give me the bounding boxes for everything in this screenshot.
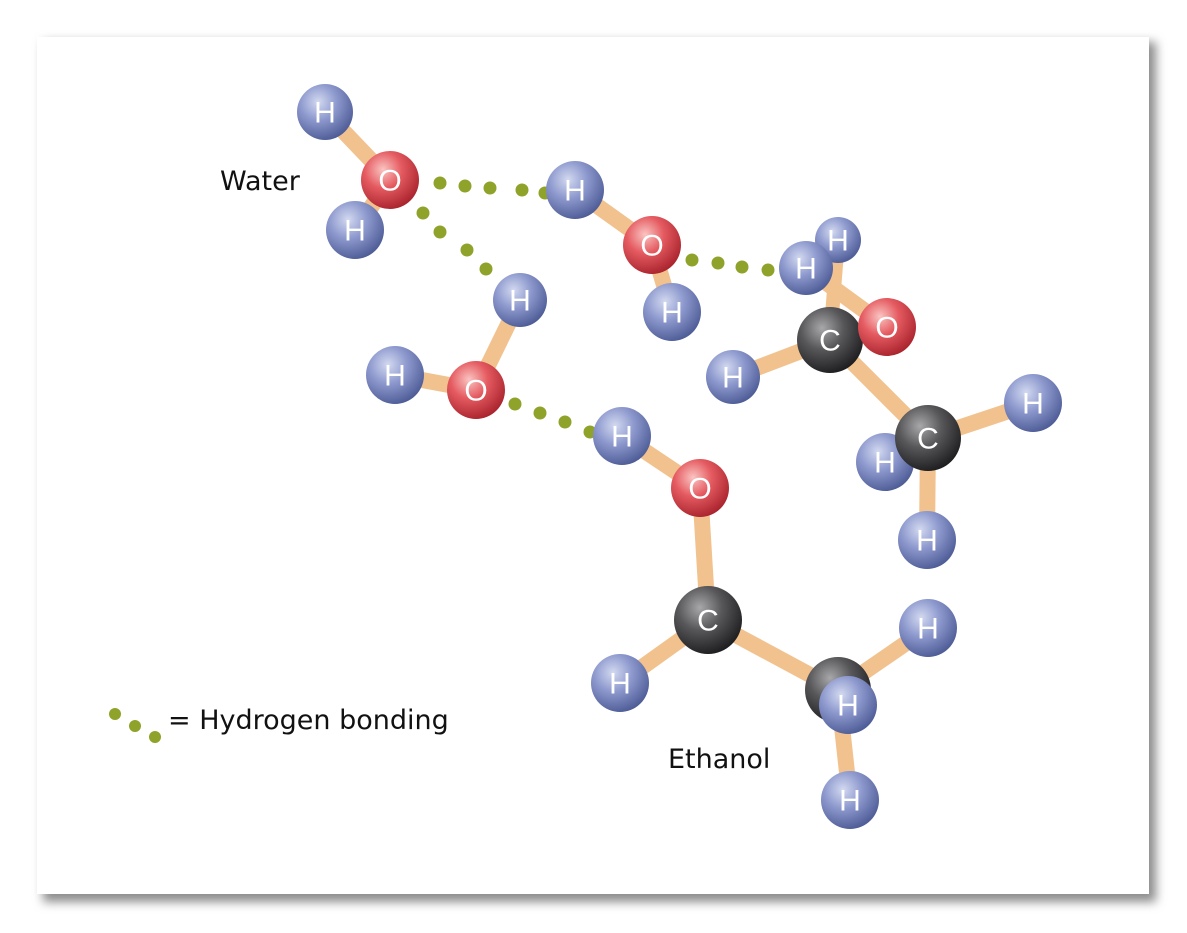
oxygen-symbol: O xyxy=(688,473,711,506)
hydrogen-atom: H xyxy=(546,161,604,219)
hydrogen-bond-dot xyxy=(508,397,522,411)
carbon-symbol: C xyxy=(697,605,719,638)
hydrogen-atom: H xyxy=(593,407,651,465)
hydrogen-atom: H xyxy=(326,201,384,259)
hydrogen-sphere xyxy=(366,346,424,404)
hydrogen-sphere xyxy=(821,771,879,829)
hydrogen-atom: H xyxy=(493,273,547,327)
oxygen-atom: O xyxy=(623,216,681,274)
hydrogen-atom: H xyxy=(779,241,833,295)
hydrogen-symbol: H xyxy=(384,360,406,393)
oxygen-sphere xyxy=(671,459,729,517)
hydrogen-sphere xyxy=(819,676,877,734)
hydrogen-symbol: H xyxy=(837,690,859,723)
ethanol-label: Ethanol xyxy=(668,744,770,775)
carbon-atom: C xyxy=(797,307,863,373)
legend-dot xyxy=(129,720,141,732)
hydrogen-atom: H xyxy=(591,654,649,712)
oxygen-sphere xyxy=(623,216,681,274)
hydrogen-atom: H xyxy=(706,350,760,404)
hydrogen-bond-dot xyxy=(735,260,749,274)
hydrogen-sphere xyxy=(1004,374,1062,432)
hydrogen-sphere xyxy=(899,599,957,657)
oxygen-sphere xyxy=(447,361,505,419)
atoms: HOHHOHHHOHCOHHHHCHHOCHHCHH xyxy=(297,84,1062,829)
legend-dots xyxy=(109,708,161,743)
hydrogen-bond-dot xyxy=(458,179,472,193)
hydrogen-bond-dot xyxy=(433,225,447,239)
hydrogen-symbol: H xyxy=(314,97,336,130)
hydrogen-bond xyxy=(508,397,597,439)
hydrogen-sphere xyxy=(326,201,384,259)
hydrogen-symbol: H xyxy=(916,525,938,558)
hydrogen-atom: H xyxy=(819,676,877,734)
carbon-symbol: C xyxy=(917,423,939,456)
hydrogen-symbol: H xyxy=(661,297,683,330)
hydrogen-sphere xyxy=(297,84,353,140)
hydrogen-symbol: H xyxy=(839,785,861,818)
oxygen-symbol: O xyxy=(464,375,487,408)
legend-dot xyxy=(109,708,121,720)
hydrogen-sphere xyxy=(706,350,760,404)
water-label: Water xyxy=(220,166,301,197)
hydrogen-sphere xyxy=(493,273,547,327)
oxygen-atom: O xyxy=(361,151,419,209)
hydrogen-symbol: H xyxy=(1022,388,1044,421)
hydrogen-bond-dot xyxy=(533,406,547,420)
hydrogen-bond xyxy=(685,253,775,277)
hydrogen-bond-dot xyxy=(483,181,497,195)
hydrogen-atom: H xyxy=(899,599,957,657)
hydrogen-sphere xyxy=(591,654,649,712)
hydrogen-sphere xyxy=(546,161,604,219)
carbon-atom: C xyxy=(674,586,742,654)
hydrogen-symbol: H xyxy=(344,215,366,248)
oxygen-atom: O xyxy=(671,459,729,517)
hydrogen-sphere xyxy=(643,283,701,341)
carbon-symbol: C xyxy=(819,325,841,358)
hydrogen-sphere xyxy=(898,511,956,569)
hydrogen-symbol: H xyxy=(509,285,531,318)
hydrogen-symbol: H xyxy=(874,447,896,480)
hydrogen-bond-dot xyxy=(558,415,572,429)
carbon-atom: C xyxy=(895,405,961,471)
hydrogen-bond-dot xyxy=(685,253,699,267)
carbon-sphere xyxy=(797,307,863,373)
hydrogen-symbol: H xyxy=(795,253,817,286)
hydrogen-atom: H xyxy=(297,84,353,140)
hydrogen-symbol: H xyxy=(827,225,849,258)
hydrogen-bond-dot xyxy=(460,243,474,257)
hydrogen-bond-dot xyxy=(515,183,529,197)
hydrogen-bond-dot xyxy=(433,176,447,190)
hydrogen-atom: H xyxy=(821,771,879,829)
hydrogen-symbol: H xyxy=(564,175,586,208)
hydrogen-sphere xyxy=(593,407,651,465)
hydrogen-symbol: H xyxy=(609,668,631,701)
oxygen-atom: O xyxy=(858,298,916,356)
hydrogen-bond-dot xyxy=(761,263,775,277)
carbon-sphere xyxy=(895,405,961,471)
oxygen-symbol: O xyxy=(875,312,898,345)
oxygen-sphere xyxy=(858,298,916,356)
hydrogen-atom: H xyxy=(643,283,701,341)
hydrogen-sphere xyxy=(779,241,833,295)
hydrogen-atom: H xyxy=(1004,374,1062,432)
hydrogen-bond-dot xyxy=(479,262,493,276)
hydrogen-bond-dot xyxy=(416,206,430,220)
hydrogen-bond-dot xyxy=(711,256,725,270)
legend-dot xyxy=(149,731,161,743)
hydrogen-symbol: H xyxy=(611,421,633,454)
oxygen-symbol: O xyxy=(640,230,663,263)
hydrogen-atom: H xyxy=(898,511,956,569)
frame-panel xyxy=(37,37,1149,894)
oxygen-sphere xyxy=(361,151,419,209)
hydrogen-atom: H xyxy=(366,346,424,404)
carbon-sphere xyxy=(674,586,742,654)
oxygen-atom: O xyxy=(447,361,505,419)
hydrogen-symbol: H xyxy=(722,362,744,395)
legend-label: = Hydrogen bonding xyxy=(168,705,449,736)
oxygen-symbol: O xyxy=(378,165,401,198)
hydrogen-symbol: H xyxy=(917,613,939,646)
